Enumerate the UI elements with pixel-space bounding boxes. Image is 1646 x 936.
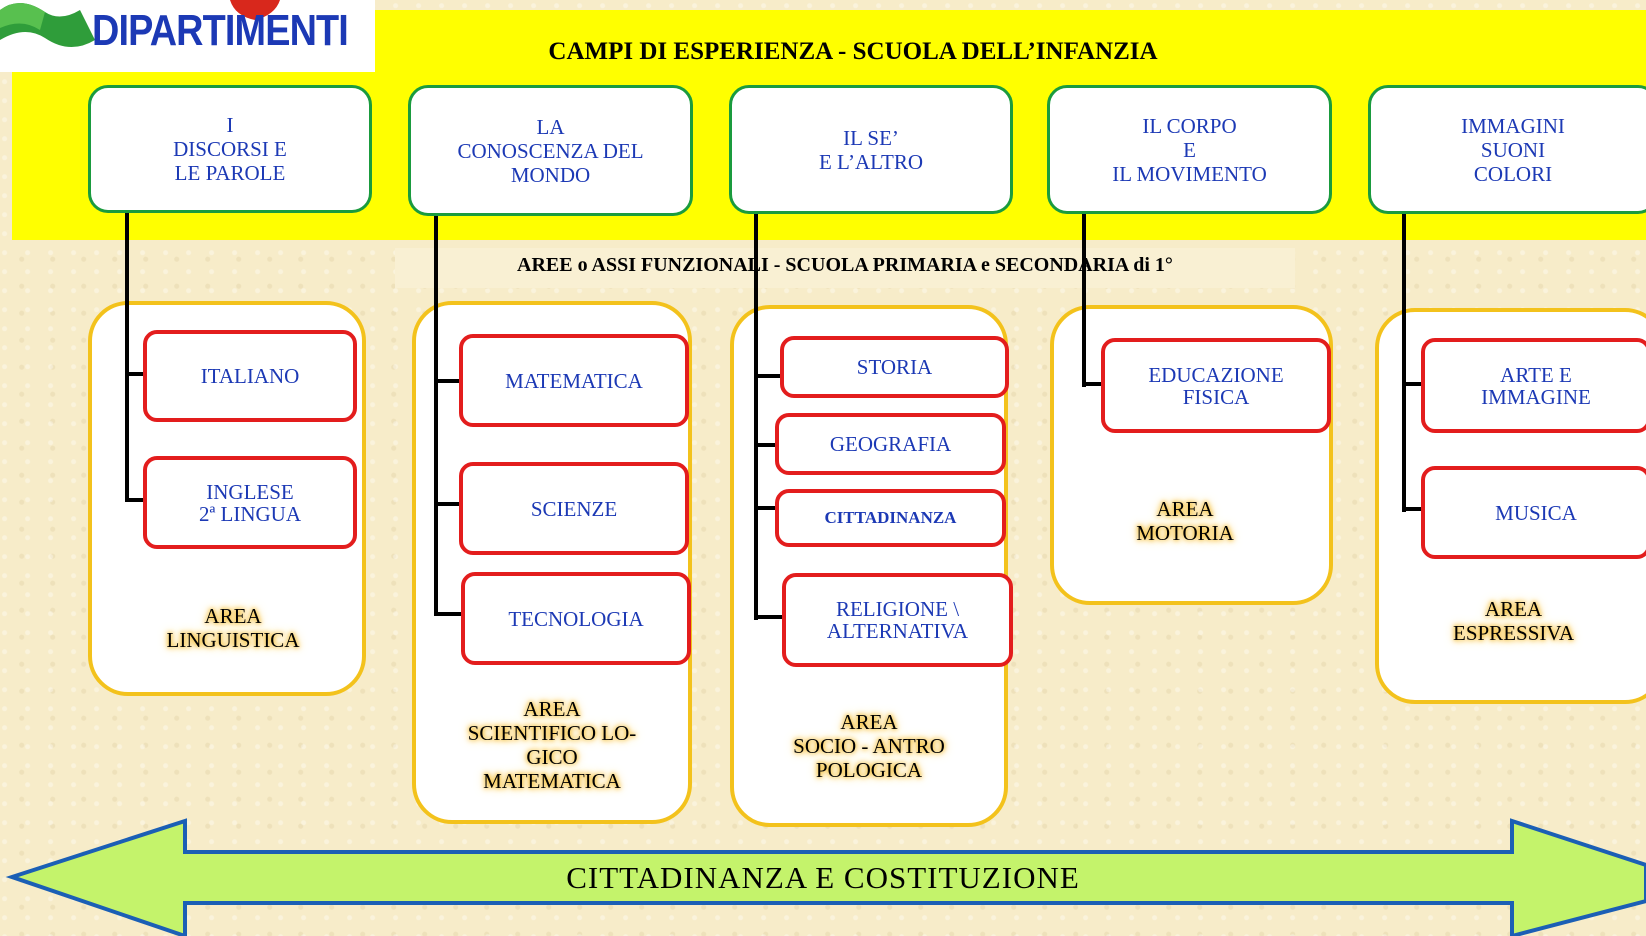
campo-immagini-suoni-colori[interactable]: IMMAGINI SUONI COLORI xyxy=(1368,85,1646,214)
infanzia-title: CAMPI DI ESPERIENZA - SCUOLA DELL’INFANZ… xyxy=(548,38,1158,65)
connector xyxy=(754,615,784,619)
logo-text: DIPARTIMENTI xyxy=(92,6,349,55)
subject-religione[interactable]: RELIGIONE \ ALTERNATIVA xyxy=(782,573,1013,667)
subject-cittadinanza[interactable]: CITTADINANZA xyxy=(775,489,1006,547)
connector xyxy=(754,212,758,620)
area-label-motoria: AREA MOTORIA xyxy=(1136,497,1234,545)
subject-scienze[interactable]: SCIENZE xyxy=(459,462,689,555)
connector xyxy=(434,379,464,383)
subject-matematica[interactable]: MATEMATICA xyxy=(459,334,689,427)
connector xyxy=(1402,382,1426,386)
connector xyxy=(1402,507,1426,511)
subject-arte-immagine[interactable]: ARTE E IMMAGINE xyxy=(1421,338,1646,433)
area-label-scientifica: AREA SCIENTIFICO LO- GICO MATEMATICA xyxy=(467,697,637,793)
connector xyxy=(754,443,778,447)
connector xyxy=(434,502,464,506)
campo-conoscenza-mondo[interactable]: LA CONOSCENZA DEL MONDO xyxy=(408,85,693,216)
area-label-espressiva: AREA ESPRESSIVA xyxy=(1453,597,1574,645)
connector xyxy=(1082,212,1086,387)
logo: DIPARTIMENTI xyxy=(0,0,375,72)
connector xyxy=(1402,212,1406,512)
double-arrow-icon xyxy=(5,818,1646,936)
subject-storia[interactable]: STORIA xyxy=(780,336,1009,398)
connector xyxy=(125,372,147,376)
connector xyxy=(125,498,147,502)
subject-geografia[interactable]: GEOGRAFIA xyxy=(775,413,1006,475)
primaria-band xyxy=(395,248,1295,288)
connector xyxy=(754,374,784,378)
area-label-linguistica: AREA LINGUISTICA xyxy=(166,604,300,652)
campo-corpo-movimento[interactable]: IL CORPO E IL MOVIMENTO xyxy=(1047,85,1332,214)
subject-educazione-fisica[interactable]: EDUCAZIONE FISICA xyxy=(1101,338,1331,433)
area-label-socio: AREA SOCIO - ANTRO POLOGICA xyxy=(793,710,945,782)
connector xyxy=(754,506,778,510)
campo-discorsi-parole[interactable]: I DISCORSI E LE PAROLE xyxy=(88,85,372,213)
subject-italiano[interactable]: ITALIANO xyxy=(143,330,357,422)
connector xyxy=(434,612,464,616)
connector xyxy=(434,212,438,616)
flag-logo-icon xyxy=(0,2,95,48)
flag-red-icon xyxy=(230,0,280,20)
subject-inglese[interactable]: INGLESE 2ª LINGUA xyxy=(143,456,357,549)
primaria-title: AREE o ASSI FUNZIONALI - SCUOLA PRIMARIA… xyxy=(517,254,1173,276)
subject-tecnologia[interactable]: TECNOLOGIA xyxy=(461,572,691,665)
connector xyxy=(1082,382,1106,386)
connector xyxy=(125,212,129,502)
subject-musica[interactable]: MUSICA xyxy=(1421,466,1646,559)
campo-se-altro[interactable]: IL SE’ E L’ALTRO xyxy=(729,85,1013,214)
banner-cittadinanza-costituzione: CITTADINANZA E COSTITUZIONE xyxy=(566,860,1080,895)
